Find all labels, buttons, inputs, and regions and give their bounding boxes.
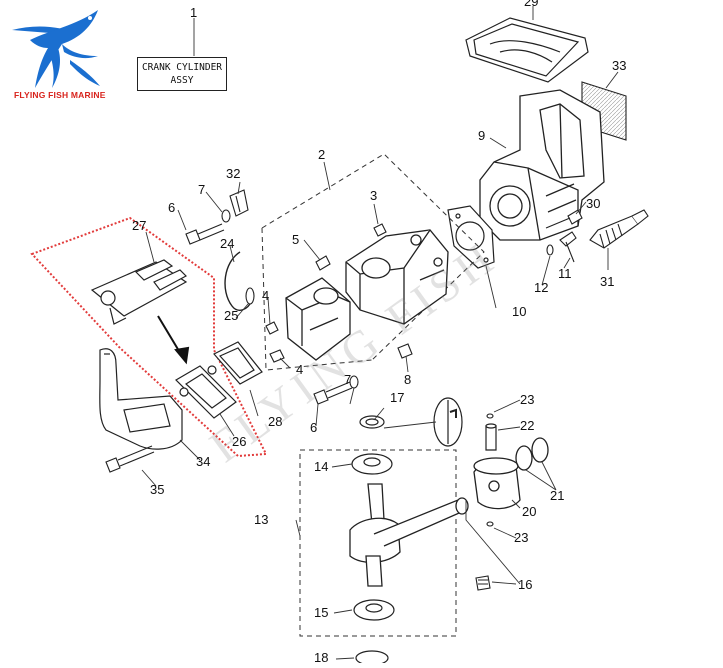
callout-24: 24 [220,236,234,251]
needle-bearing-16 [475,575,491,591]
plate-34 [99,348,183,450]
callout-4-lower: 4 [296,362,303,377]
callout-26: 26 [232,434,246,449]
callout-8: 8 [404,372,411,387]
callout-2: 2 [318,147,325,162]
callout-25: 25 [224,308,238,323]
crankshaft-group-13 [299,449,457,637]
clip-32 [229,189,249,217]
pin-8 [397,343,413,359]
piston-20 [473,457,521,510]
reed-valve-highlight [30,216,268,458]
screw-30 [545,209,583,229]
assembly-title-box: CRANK CYLINDER ASSY [137,57,227,91]
callout-10: 10 [512,304,526,319]
callout-32: 32 [226,166,240,181]
washer-12 [546,244,554,256]
piston-rings-21 [515,437,549,471]
seal-25 [245,287,255,305]
circlip-23-lower [486,521,494,527]
callout-34: 34 [196,454,210,469]
callout-6-upper: 6 [168,200,175,215]
pin-5 [315,255,331,271]
callout-16: 16 [518,577,532,592]
callout-labels: 1 29 33 9 2 32 7 3 6 30 27 5 24 11 31 12… [132,0,626,665]
gasket-10 [447,205,495,269]
piston-pin-22 [485,423,497,451]
brand-name: FLYING FISH MARINE [14,90,106,100]
gasket-28 [213,341,263,385]
callout-31: 31 [600,274,614,289]
callout-29: 29 [524,0,538,9]
housing-9 [479,89,605,241]
callout-5: 5 [292,232,299,247]
callout-1: 1 [190,5,197,20]
callout-14: 14 [314,459,328,474]
ring-detail-inset [433,397,463,447]
bolt-35 [105,445,155,473]
callout-20: 20 [522,504,536,519]
callout-33: 33 [612,58,626,73]
crankcase-half-right [345,229,449,325]
bearing-14 [351,453,393,475]
callout-23-lower: 23 [514,530,528,545]
callout-9: 9 [478,128,485,143]
crankcase-half-left [285,277,351,361]
callout-11: 11 [558,266,572,281]
callout-18: 18 [314,650,328,663]
bolt-6-upper [185,223,225,245]
callout-4-upper: 4 [262,288,269,303]
washer-7-upper [221,209,231,223]
pin-4-upper [265,321,279,335]
reed-plate-27 [90,259,188,325]
title-line-2: ASSY [170,75,194,86]
callout-7-lower: 7 [344,372,351,387]
title-line-1: CRANK CYLINDER [141,62,223,73]
o-ring-24 [224,251,253,311]
callout-6-lower: 6 [310,420,317,435]
pin-3 [373,223,387,237]
callout-22: 22 [520,418,534,433]
seal-17 [359,415,385,429]
reed-valve-26 [175,365,237,419]
crankshaft [349,483,469,587]
callout-30: 30 [586,196,600,211]
bearing-15 [353,599,395,621]
gasket-29 [465,17,589,83]
callout-7-upper: 7 [198,182,205,197]
callout-23-upper: 23 [520,392,534,407]
callout-27: 27 [132,218,146,233]
flying-fish-logo-icon [12,10,100,88]
callout-12: 12 [534,280,548,295]
callout-35: 35 [150,482,164,497]
screw-11 [559,231,577,263]
bolt-6-lower [313,381,353,405]
callout-17: 17 [390,390,404,405]
callout-3: 3 [370,188,377,203]
assembly-arrow [157,315,190,365]
callout-13: 13 [254,512,268,527]
seal-18 [355,650,389,666]
leader-lines [141,6,619,660]
spark-plug-31 [589,209,649,249]
callout-21: 21 [550,488,564,503]
callout-28: 28 [268,414,282,429]
circlip-23-upper [486,413,494,419]
callout-15: 15 [314,605,328,620]
